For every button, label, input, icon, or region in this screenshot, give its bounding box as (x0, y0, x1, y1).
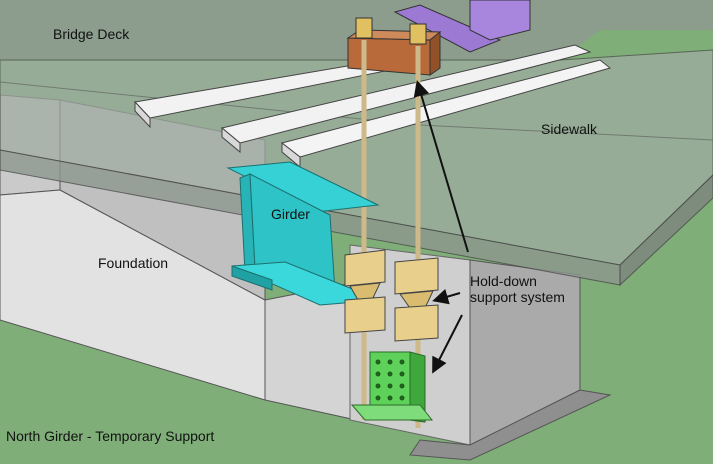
girder-bottom-flange-end (231, 265, 273, 291)
sidewalk-edge-line-2 (419, 124, 713, 141)
label-bridge-deck: Bridge Deck (53, 26, 130, 42)
label-hold-down-line1: Hold-down (470, 273, 537, 289)
nut-right (409, 23, 427, 45)
purple-jack-arm (393, 4, 502, 53)
label-hold-down-support: Hold-down support system (470, 273, 565, 305)
label-girder: Girder (271, 206, 310, 222)
label-hold-down-line2: support system (470, 289, 565, 305)
brown-crossbeam-side (429, 30, 441, 76)
anchor-plate (350, 351, 434, 423)
timber-beam-2-end (221, 126, 241, 154)
label-foundation: Foundation (98, 255, 169, 271)
wood-stack-left (344, 249, 386, 334)
arrow-to-crossbeam (413, 80, 469, 253)
arrow-to-anchor-plate (432, 314, 463, 374)
label-sidewalk: Sidewalk (541, 121, 598, 137)
foundation-base (409, 389, 612, 461)
caption: North Girder - Temporary Support (6, 428, 215, 444)
arrow-to-wood-blocks (432, 288, 461, 305)
timber-beam-1-end (134, 100, 151, 129)
wood-stack-right (394, 257, 439, 342)
purple-jack-body (469, 0, 531, 41)
deck-side-edge (619, 174, 713, 287)
nut-left (355, 17, 373, 39)
